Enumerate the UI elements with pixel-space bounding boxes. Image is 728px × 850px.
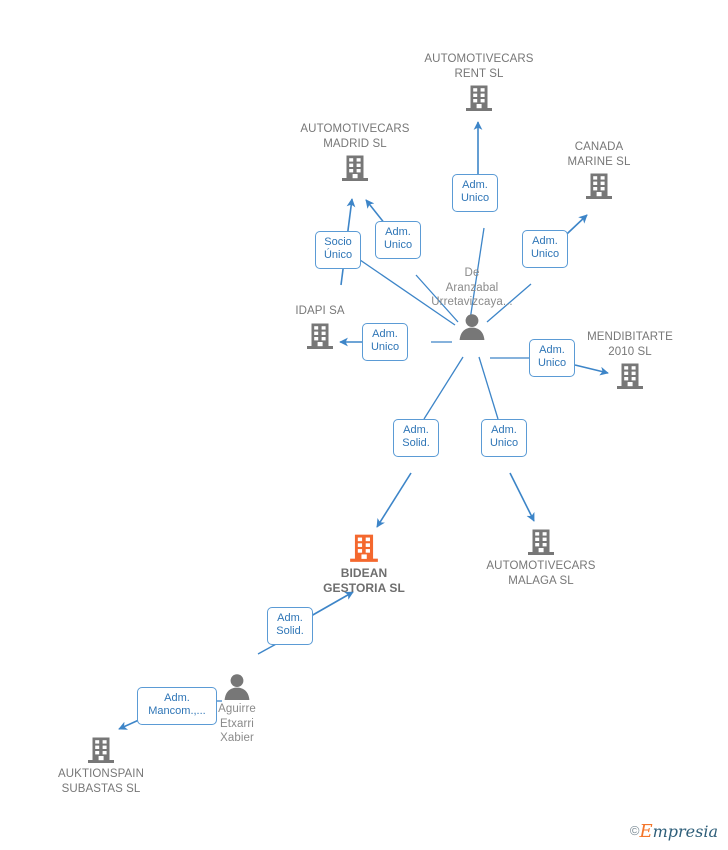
node-auktionspain-subastas[interactable]: AUKTIONSPAIN SUBASTAS SL xyxy=(26,735,176,796)
building-icon xyxy=(466,527,616,557)
brand-initial: E xyxy=(639,821,653,842)
node-bidean-gestoria[interactable]: BIDEAN GESTORIA SL xyxy=(289,532,439,595)
edge-label-adm-unico-malaga[interactable]: Adm. Unico xyxy=(481,419,527,457)
edge-label-adm-solid-bidean[interactable]: Adm. Solid. xyxy=(393,419,439,457)
edge-label-adm-unico-canada[interactable]: Adm. Unico xyxy=(522,230,568,268)
building-icon xyxy=(404,83,554,113)
edge-label-adm-unico-madrid[interactable]: Adm. Unico xyxy=(375,221,421,259)
edge-label-adm-solid-aguirre[interactable]: Adm. Solid. xyxy=(267,607,313,645)
edge-line-adm-bidean2-arrow xyxy=(310,591,354,617)
edge-line-adm-malaga-arrow xyxy=(509,472,535,522)
node-automotivecars-malaga[interactable]: AUTOMOTIVECARS MALAGA SL xyxy=(466,527,616,588)
building-icon xyxy=(26,735,176,765)
edge-label-adm-unico-rent[interactable]: Adm. Unico xyxy=(452,174,498,212)
node-label: AUKTIONSPAIN SUBASTAS SL xyxy=(58,768,144,795)
building-icon xyxy=(555,361,705,391)
edge-label-socio-unico-madrid[interactable]: Socio Único xyxy=(315,231,361,269)
node-label: AUTOMOTIVECARS MADRID SL xyxy=(300,123,410,150)
edge-line-person-adm-malaga xyxy=(478,356,499,420)
node-automotivecars-rent[interactable]: AUTOMOTIVECARS RENT SL xyxy=(404,52,554,113)
person-icon xyxy=(162,672,312,700)
building-icon xyxy=(245,321,395,351)
building-icon xyxy=(280,153,430,183)
node-label: IDAPI SA xyxy=(295,305,345,317)
edge-label-adm-unico-mendibitarte[interactable]: Adm. Unico xyxy=(529,339,575,377)
edge-label-adm-mancom-auktionspain[interactable]: Adm. Mancom.,... xyxy=(137,687,217,725)
building-icon xyxy=(289,532,439,564)
node-de-aranzabal-urretavizcaya[interactable]: De Aranzabal Urretavizcaya... xyxy=(397,266,547,340)
building-icon xyxy=(524,171,674,201)
node-label: CANADA MARINE SL xyxy=(567,141,631,168)
node-mendibitarte-2010[interactable]: MENDIBITARTE 2010 SL xyxy=(555,330,705,391)
node-label: Aguirre Etxarri Xabier xyxy=(218,703,256,744)
node-label: AUTOMOTIVECARS MALAGA SL xyxy=(486,560,596,587)
edge-line-adm-bidean-arrow xyxy=(376,472,412,528)
node-label: MENDIBITARTE 2010 SL xyxy=(587,331,673,358)
edge-line-person-adm-bidean xyxy=(423,356,464,420)
person-icon xyxy=(397,312,547,340)
node-aguirre-etxarri-xabier[interactable]: Aguirre Etxarri Xabier xyxy=(162,672,312,746)
node-label: AUTOMOTIVECARS RENT SL xyxy=(424,53,534,80)
node-label: BIDEAN GESTORIA SL xyxy=(323,566,405,595)
copyright-symbol: © xyxy=(629,823,640,838)
node-canada-marine[interactable]: CANADA MARINE SL xyxy=(524,140,674,201)
node-idapi-sa[interactable]: IDAPI SA xyxy=(245,304,395,351)
edge-label-adm-unico-idapi[interactable]: Adm. Unico xyxy=(362,323,408,361)
empresia-watermark: ©Empresia xyxy=(630,822,718,842)
node-automotivecars-madrid[interactable]: AUTOMOTIVECARS MADRID SL xyxy=(280,122,430,183)
brand-name: mpresia xyxy=(652,822,718,841)
node-label: De Aranzabal Urretavizcaya... xyxy=(431,267,513,308)
